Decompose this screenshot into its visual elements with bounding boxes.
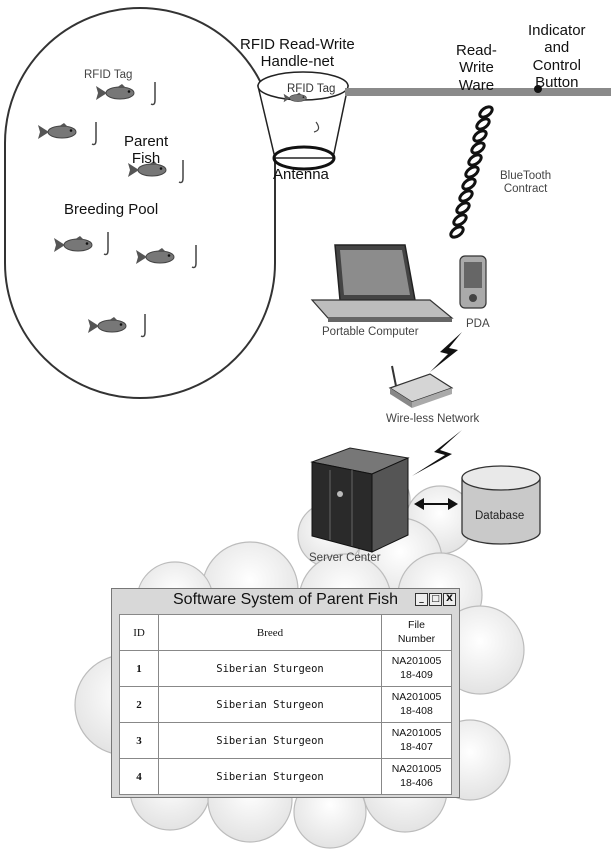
wireless-network-label: Wire-less Network [386,413,480,425]
table-header-row: ID Breed File Number [119,614,452,651]
read-write-ware-label: Read- Write Ware [456,42,497,94]
server-icon [310,447,410,553]
parent-fish-table: ID Breed File Number 1 Siberian Sturgeon… [119,614,452,795]
handle-net-tag-label: RFID Tag [287,83,336,95]
bluetooth-label: BlueTooth Contract [500,170,552,196]
portable-computer-label: Portable Computer [322,326,419,338]
router-icon [388,365,454,408]
window-title: Software System of Parent Fish [173,591,398,608]
close-button[interactable]: X [443,593,456,606]
cell-breed: Siberian Sturgeon [158,686,382,723]
maximize-button[interactable]: □ [429,593,442,606]
table-row[interactable]: 4 Siberian Sturgeon NA201005 18-406 [119,758,452,795]
antenna-label: Antenna [273,166,329,183]
indicator-label: Indicator and Control Button [528,22,586,91]
cell-breed: Siberian Sturgeon [158,722,382,759]
cell-file-number: NA201005 18-407 [381,722,452,759]
cell-breed: Siberian Sturgeon [158,650,382,687]
header-file-number: File Number [381,614,452,651]
breeding-pool [4,7,276,399]
handle-net-title: RFID Read-Write Handle-net [240,36,355,71]
double-arrow-icon [414,498,458,510]
table-row[interactable]: 2 Siberian Sturgeon NA201005 18-408 [119,686,452,723]
cell-file-number: NA201005 18-408 [381,686,452,723]
wireless-signal-icon [430,332,462,372]
laptop-icon [310,244,454,322]
minimize-button[interactable]: _ [415,593,428,606]
header-id: ID [119,614,159,651]
software-window: Software System of Parent Fish _ □ X ID … [111,588,460,798]
wireless-signal-icon [412,430,462,476]
cell-file-number: NA201005 18-409 [381,650,452,687]
bluetooth-link-icon [449,105,494,239]
header-breed: Breed [158,614,382,651]
database-icon [461,465,541,545]
antenna-ring [272,145,336,171]
parent-fish-label: Parent Fish [124,133,169,168]
control-button-icon [534,85,542,93]
table-row[interactable]: 1 Siberian Sturgeon NA201005 18-409 [119,650,452,687]
handle-bar [345,88,611,96]
cell-file-number: NA201005 18-406 [381,758,452,795]
cell-breed: Siberian Sturgeon [158,758,382,795]
pda-label: PDA [466,318,490,330]
cell-id: 3 [119,722,159,759]
table-row[interactable]: 3 Siberian Sturgeon NA201005 18-407 [119,722,452,759]
rfid-tag-label: RFID Tag [84,69,133,81]
pda-icon [459,255,487,309]
cell-id: 1 [119,650,159,687]
database-label: Database [475,510,525,522]
window-controls: _ □ X [415,593,456,606]
breeding-pool-label: Breeding Pool [64,201,159,218]
cell-id: 4 [119,758,159,795]
server-center-label: Server Center [309,552,381,564]
cell-id: 2 [119,686,159,723]
